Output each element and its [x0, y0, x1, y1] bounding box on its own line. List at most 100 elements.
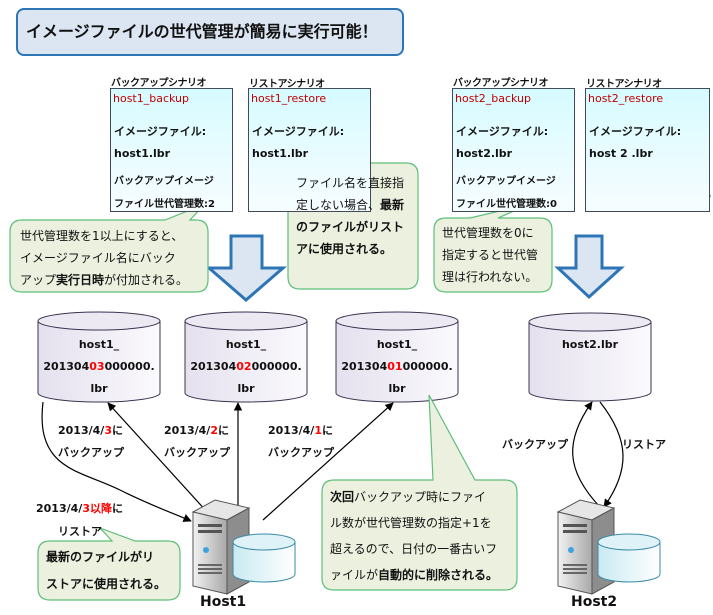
text: に [111, 502, 123, 515]
text-red: 3 [104, 424, 112, 437]
text-bold: 自動的に削除される。 [378, 568, 499, 582]
restore-label-host2: リストア [622, 438, 666, 451]
text: バックアップ時にファイ [354, 490, 487, 504]
callout-line: 理は行われない。 [442, 270, 538, 284]
generation-label: バックアップイメージ [114, 176, 214, 187]
scenario-doc-host1-backup: host1_backup イメージファイル: host1.lbr バックアップイ… [110, 88, 233, 212]
callout-line: アに使用される。 [296, 242, 393, 256]
text: 201304 [341, 360, 388, 373]
scenario-header-host2-restore: リストアシナリオ [586, 79, 662, 90]
file-name-part: lbr [388, 382, 406, 395]
text: 2013/4/ [36, 502, 83, 515]
file-name-part: 20130401000000. [336, 356, 458, 378]
callout-auto-delete: 次回バックアップ時にファイ ル数が世代管理数の指定+1を 超えるので、日付の一番… [330, 484, 520, 588]
callout-gen-zero: 世代管理数を0に 指定すると世代管 理は行われない。 [442, 222, 552, 288]
generation-count: ファイル世代管理数:2 [114, 199, 215, 210]
backup-arrow-0401 [262, 402, 394, 521]
scenario-header-host1-restore: リストアシナリオ [249, 79, 325, 90]
image-file-value: host2.lbr [456, 147, 513, 160]
text-red: 01 [387, 360, 403, 373]
generation-count: ファイル世代管理数:0 [456, 199, 557, 210]
callout-latest-restore-shape [37, 527, 181, 601]
image-file-value: host 2 .lbr [589, 147, 653, 160]
text-bold: 次回 [330, 490, 355, 504]
text-red: 2 [210, 424, 218, 437]
backup-action: バックアップ [164, 446, 230, 459]
image-file-value: host1.lbr [252, 147, 309, 160]
backup-label-host2: バックアップ [502, 438, 568, 451]
callout-line: 世代管理数を0に [442, 226, 534, 240]
text: ァイルが [330, 568, 379, 582]
callout-gen-zero-shape [433, 203, 553, 293]
scenario-doc-host1-restore: host1_restore イメージファイル: host1.lbr [248, 88, 371, 212]
text: 000000. [402, 360, 453, 373]
scenario-name: host1_backup [113, 92, 190, 105]
backup-arrow-host2 [572, 401, 601, 508]
backup-label-0401: 2013/4/1に バックアップ [268, 420, 334, 464]
text: 000000. [251, 360, 302, 373]
callout-latest-restore: 最新のファイルがリ ストアに使用される。 [46, 544, 181, 598]
text-red: 1 [314, 424, 322, 437]
file-name-part: host1_ [376, 338, 418, 351]
down-arrow-host2 [554, 234, 625, 300]
image-file-host1-20130403: host1_ 20130403000000. lbr [38, 334, 160, 400]
callout-line: ストアに使用される。 [46, 577, 167, 591]
server-host1-icon [191, 499, 296, 595]
host2-label: Host2 [571, 594, 618, 610]
text-red: 03 [89, 360, 105, 373]
callout-line: ファイル名を直接指 [296, 176, 405, 190]
text: に [217, 424, 229, 437]
scenario-doc-host2-backup: host2_backup イメージファイル: host2.lbr バックアップイ… [452, 88, 575, 212]
callout-line: 最新のファイルがリ [46, 550, 155, 564]
restore-arrow-host1 [41, 401, 192, 522]
backup-date: 2013/4/2に [164, 420, 230, 442]
image-file-host1-20130402: host1_ 20130402000000. lbr [185, 334, 307, 400]
callout-gen-count: 世代管理数を1以上にすると、 イメージファイル名にバック アップ実行日時が付加さ… [20, 225, 205, 291]
file-name-part: host2.lbr [561, 338, 619, 351]
backup-date: 2013/4/1に [268, 420, 334, 442]
restore-arrow-host2 [599, 401, 624, 508]
file-name-part: lbr [90, 382, 108, 395]
text: に [321, 424, 333, 437]
callout-line: ァイルが自動的に削除される。 [330, 562, 520, 588]
image-file-value: host1.lbr [114, 147, 171, 160]
cylinder-2 [184, 311, 308, 403]
image-file-host1-20130401: host1_ 20130401000000. lbr [336, 334, 458, 400]
text: 201304 [43, 360, 90, 373]
file-name-part: 20130403000000. [38, 356, 160, 378]
text: 2013/4/ [164, 424, 211, 437]
callout-filename: ファイル名を直接指 定しない場合、最新 のファイルがリスト アに使用される。 [296, 172, 416, 260]
page-title: イメージファイルの世代管理が簡易に実行可能！ [16, 8, 404, 56]
file-name-part: 20130402000000. [185, 356, 307, 378]
image-file-host2: host2.lbr [529, 334, 651, 356]
callout-line: アップ実行日時が付加される。 [20, 269, 205, 291]
callout-line: 世代管理数を1以上にすると、 [20, 229, 184, 243]
scenario-name: host2_restore [588, 92, 664, 105]
backup-date: 2013/4/3に [58, 420, 124, 442]
backup-arrow-0403 [107, 402, 209, 514]
callout-line: 指定すると世代管 [442, 248, 539, 262]
callout-auto-delete-shape [321, 394, 518, 591]
text: 定しない場合、 [296, 198, 381, 212]
cylinder-3 [335, 311, 459, 403]
backup-label-0402: 2013/4/2に バックアップ [164, 420, 230, 464]
file-name-part: lbr [237, 382, 255, 395]
scenario-name: host2_backup [455, 92, 532, 105]
image-file-label: イメージファイル: [114, 125, 207, 138]
callout-line: 定しない場合、最新 [296, 194, 416, 216]
callout-line: 超えるので、日付の一番古いフ [330, 542, 498, 556]
text-bold: 実行日時 [56, 273, 105, 287]
text-red: 3以降 [82, 502, 112, 515]
restore-label-host1-date: 2013/4/3以降に [36, 500, 123, 516]
file-name-part: host1_ [225, 338, 267, 351]
text: 201304 [190, 360, 237, 373]
cylinder-1 [37, 311, 161, 403]
down-arrow-host1 [204, 234, 288, 302]
scenario-header-host1-backup: バックアップシナリオ [111, 78, 207, 89]
callout-line: イメージファイル名にバック [20, 251, 176, 265]
text: に [111, 424, 123, 437]
callout-gen-count-shape [9, 203, 209, 293]
image-file-label: イメージファイル: [252, 125, 345, 138]
scenario-doc-host2-restore: host2_restore イメージファイル: host 2 .lbr [585, 88, 710, 212]
